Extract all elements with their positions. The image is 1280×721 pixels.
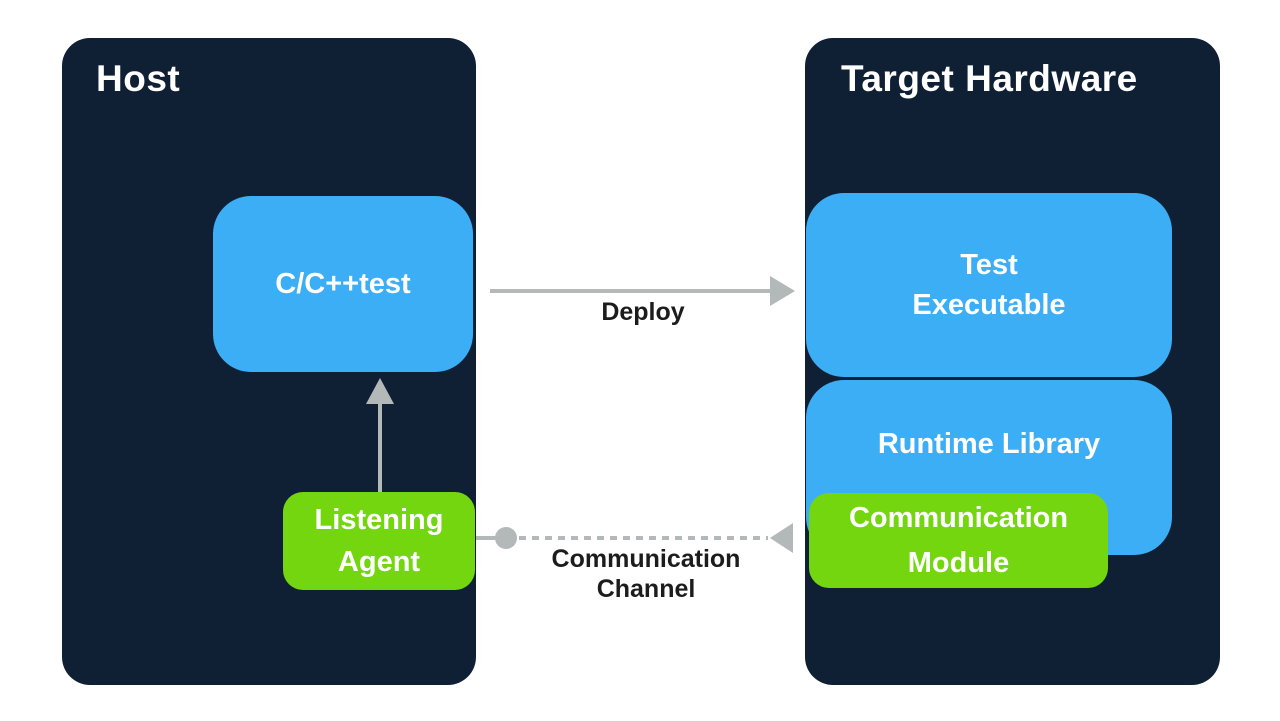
- cpptest-node: C/C++test: [213, 196, 473, 372]
- communication-channel-dashed-line: [519, 536, 768, 540]
- target-hardware-panel: Target Hardware Test Executable Runtime …: [805, 38, 1220, 685]
- communication-channel-endpoint-circle-icon: [495, 527, 517, 549]
- communication-module-node: Communication Module: [809, 493, 1108, 588]
- runtime-library-node-label: Runtime Library: [877, 428, 1101, 460]
- host-panel: Host C/C++test Listening Agent: [62, 38, 476, 685]
- deploy-arrow-label: Deploy: [601, 298, 685, 326]
- listening-agent-node: Listening Agent: [283, 492, 475, 590]
- agent-to-cpptest-arrow-line: [378, 404, 382, 492]
- test-executable-node: Test Executable: [806, 193, 1172, 377]
- communication-channel-label: Communication Channel: [551, 545, 741, 603]
- host-panel-title: Host: [96, 58, 181, 99]
- target-hardware-panel-title: Target Hardware: [841, 58, 1138, 99]
- communication-channel-stub-line: [476, 536, 496, 540]
- deploy-arrow-line: [490, 289, 770, 293]
- cpptest-node-label: C/C++test: [275, 267, 411, 300]
- test-executable-node-label: Test Executable: [912, 249, 1066, 321]
- communication-channel-arrowhead-left-icon: [770, 523, 793, 553]
- deploy-arrowhead-right-icon: [770, 276, 795, 306]
- listening-agent-node-label: Listening Agent: [314, 504, 444, 578]
- agent-to-cpptest-arrowhead-up-icon: [366, 378, 394, 404]
- communication-module-node-label: Communication Module: [848, 501, 1069, 579]
